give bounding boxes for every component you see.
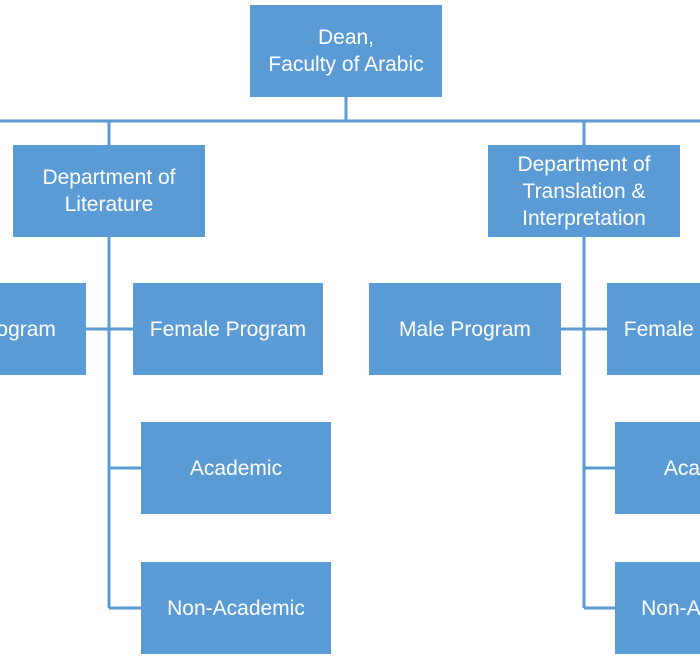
node-literature-non-academic: Non-Academic [141,562,331,654]
node-literature-line-2: Literature [64,193,154,216]
node-label: Male Program [399,317,531,341]
node-dean-line-2: Faculty of Arabic [268,53,424,76]
node-translation-non-academic: Non-Academic [615,562,700,654]
node-label: Non-Academic [641,596,700,620]
node-label: Academic [663,456,700,480]
node-translation-male-program: Male Program [369,283,561,375]
node-translation-academic: Academic [615,422,700,514]
node-translation-female-program: Female Program [607,283,700,375]
node-label: Female Program [623,317,700,341]
node-literature-academic: Academic [141,422,331,514]
node-label: Academic [189,456,283,480]
node-translation-line-2: Translation & [522,179,646,203]
node-dean-line-1: Dean, [317,26,375,49]
node-department-translation: Department of Translation & Interpretati… [488,145,680,237]
node-translation-line-3: Interpretation [522,206,646,230]
node-literature-male-program: Male Program [0,283,86,375]
node-literature-female-program: Female Program [133,283,323,375]
node-label: Male Program [0,317,56,341]
node-label: Female Program [149,317,307,341]
node-translation-line-1: Department of [517,152,651,176]
node-label: Non-Academic [167,596,305,620]
node-dean: Dean, Faculty of Arabic [250,5,442,97]
node-literature-line-1: Department of [42,166,176,189]
node-department-literature: Department of Literature [13,145,205,237]
